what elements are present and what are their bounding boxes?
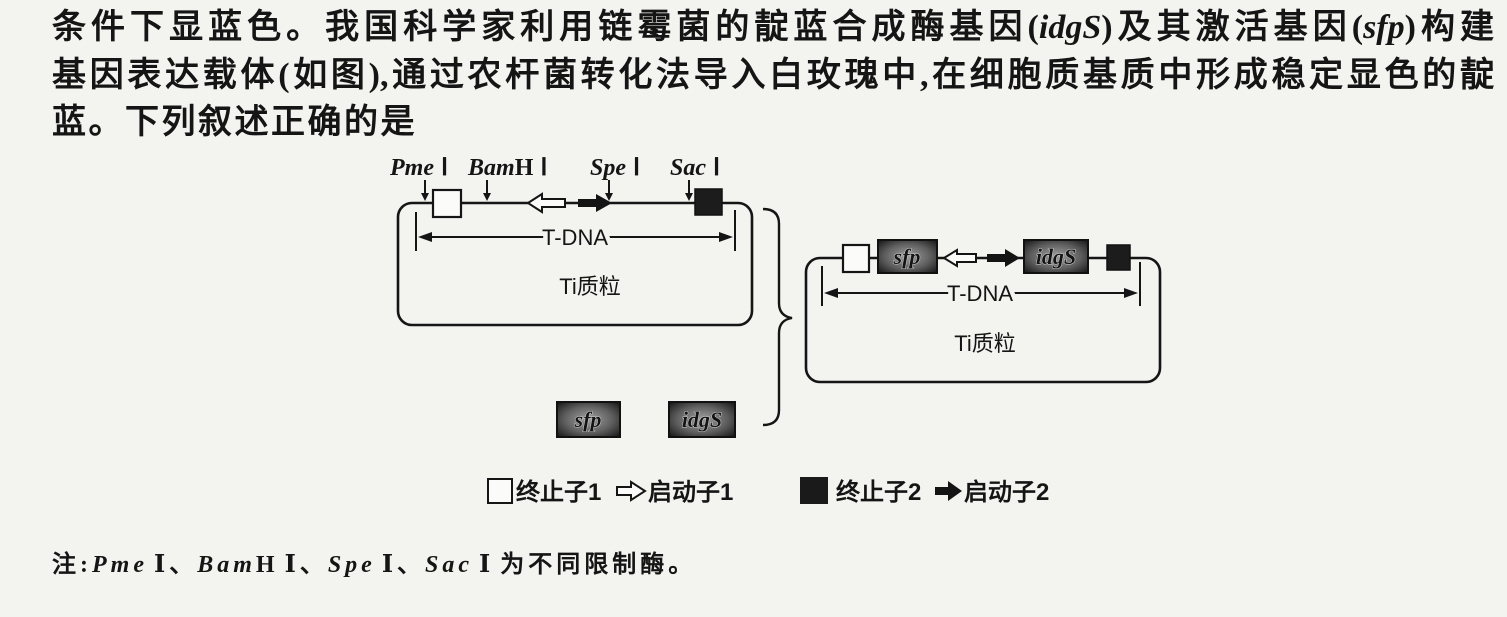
sfp-gene-box: sfp	[877, 239, 938, 274]
white-square-icon	[487, 478, 513, 504]
legend-label-terminator-2: 终止子2	[836, 478, 921, 506]
plasmid-outline	[396, 201, 754, 327]
question-line-2: 基因表达载体(如图),通过农杆菌转化法导入白玫瑰中,在细胞质基质中形成稳定显色的…	[52, 57, 1494, 94]
promoter-2-arrow	[578, 194, 612, 212]
question-text: )及其激活基因(	[1101, 9, 1364, 46]
enzyme-genus: Pme	[92, 552, 148, 578]
enzyme-label-pme: Pme Ⅰ	[389, 155, 448, 181]
gene-box	[668, 401, 736, 438]
tdna-arrowhead-left	[824, 288, 838, 298]
enzyme-strain: H	[255, 552, 279, 578]
curly-brace	[762, 207, 793, 427]
ti-plasmid-original: T-DNA Ti质粒	[396, 188, 754, 327]
legend: 终止子1 启动子1 终止子2 启动子2	[487, 477, 1049, 506]
spe-cut-arrow	[605, 180, 613, 201]
tdna-arrowhead-right	[719, 232, 733, 242]
note-separator: 、	[299, 552, 328, 578]
legend-label-promoter-2: 启动子2	[964, 478, 1049, 506]
arrow-head	[421, 193, 429, 201]
note-label: 注:	[52, 552, 92, 578]
black-arrow-right-icon	[935, 481, 962, 501]
question-line-3: 蓝。下列叙述正确的是	[52, 104, 417, 141]
terminator-2-block	[694, 188, 723, 216]
note-separator: 、	[397, 552, 426, 578]
tdna-label: T-DNA	[542, 225, 608, 250]
terminator-1-block	[841, 243, 871, 274]
plasmid-label: Ti质粒	[954, 331, 1016, 356]
enzyme-genus: Pme	[389, 155, 434, 181]
promoter-2-arrow	[987, 249, 1020, 267]
enzyme-genus: Bam	[467, 155, 515, 181]
gene-name-idgs: idgS	[1038, 9, 1102, 46]
outline-arrow-right-icon	[616, 480, 647, 502]
tdna-arrowhead-right	[1124, 288, 1138, 298]
pme-cut-arrow	[421, 180, 429, 201]
enzyme-numeral: Ⅰ	[479, 552, 495, 578]
arrow-head	[483, 193, 491, 201]
enzyme-label-sac: Sac Ⅰ	[670, 155, 720, 181]
plasmid-outline	[804, 256, 1162, 384]
bamh-cut-arrow	[483, 180, 491, 201]
enzyme-label-spe: Spe Ⅰ	[590, 155, 640, 181]
idgs-gene-fragment: idgS	[668, 401, 736, 438]
terminator-1-block	[431, 188, 463, 219]
enzyme-genus: Sac	[670, 155, 706, 181]
tdna-label: T-DNA	[947, 281, 1013, 306]
legend-label-promoter-1: 启动子1	[648, 478, 733, 506]
enzyme-numeral: Ⅰ	[441, 155, 448, 181]
gene-box	[556, 401, 621, 438]
enzyme-genus: Bam	[197, 552, 256, 578]
enzyme-genus: Spe	[327, 552, 376, 578]
black-square-icon	[800, 477, 828, 504]
note-separator: 、	[169, 552, 198, 578]
promoter-1-arrow	[526, 192, 566, 214]
enzyme-genus: Spe	[590, 155, 626, 181]
enzyme-numeral: Ⅰ	[381, 552, 398, 578]
enzyme-genus: Sac	[425, 552, 474, 578]
enzyme-strain: H	[515, 155, 534, 181]
sfp-gene-fragment: sfp	[556, 401, 621, 438]
enzyme-numeral: Ⅰ	[284, 552, 300, 578]
gene-box	[877, 239, 938, 274]
tdna-arrowhead-left	[418, 232, 432, 242]
ti-plasmid-recombinant: T-DNA Ti质粒 sfp idgS	[804, 239, 1162, 384]
question-text: 条件下显蓝色。我国科学家利用链霉菌的靛蓝合成酶基因(	[52, 9, 1039, 46]
enzyme-numeral: Ⅰ	[713, 155, 720, 181]
arrow-head	[685, 193, 693, 201]
note-tail: 为不同限制酶。	[500, 552, 697, 578]
arrow-head	[605, 193, 613, 201]
terminator-2-block	[1106, 244, 1131, 271]
enzyme-numeral: Ⅰ	[540, 155, 547, 181]
idgs-gene-box: idgS	[1023, 239, 1089, 274]
gene-box	[1023, 239, 1089, 274]
sac-cut-arrow	[685, 180, 693, 201]
question-line-1: 条件下显蓝色。我国科学家利用链霉菌的靛蓝合成酶基因(idgS)及其激活基因(sf…	[52, 8, 1494, 48]
gene-label-sfp: sfp	[893, 244, 921, 269]
question-text: )构建	[1404, 9, 1494, 46]
plasmid-label: Ti质粒	[559, 274, 621, 299]
promoter-1-arrow	[942, 248, 977, 268]
legend-label-terminator-1: 终止子1	[516, 478, 601, 506]
enzyme-numeral: Ⅰ	[633, 155, 640, 181]
gene-label-idgs: idgS	[682, 407, 722, 432]
gene-label-sfp: sfp	[574, 407, 602, 432]
gene-label-idgs: idgS	[1036, 244, 1076, 269]
enzyme-numeral: Ⅰ	[153, 552, 170, 578]
gene-name-sfp: sfp	[1363, 9, 1405, 46]
